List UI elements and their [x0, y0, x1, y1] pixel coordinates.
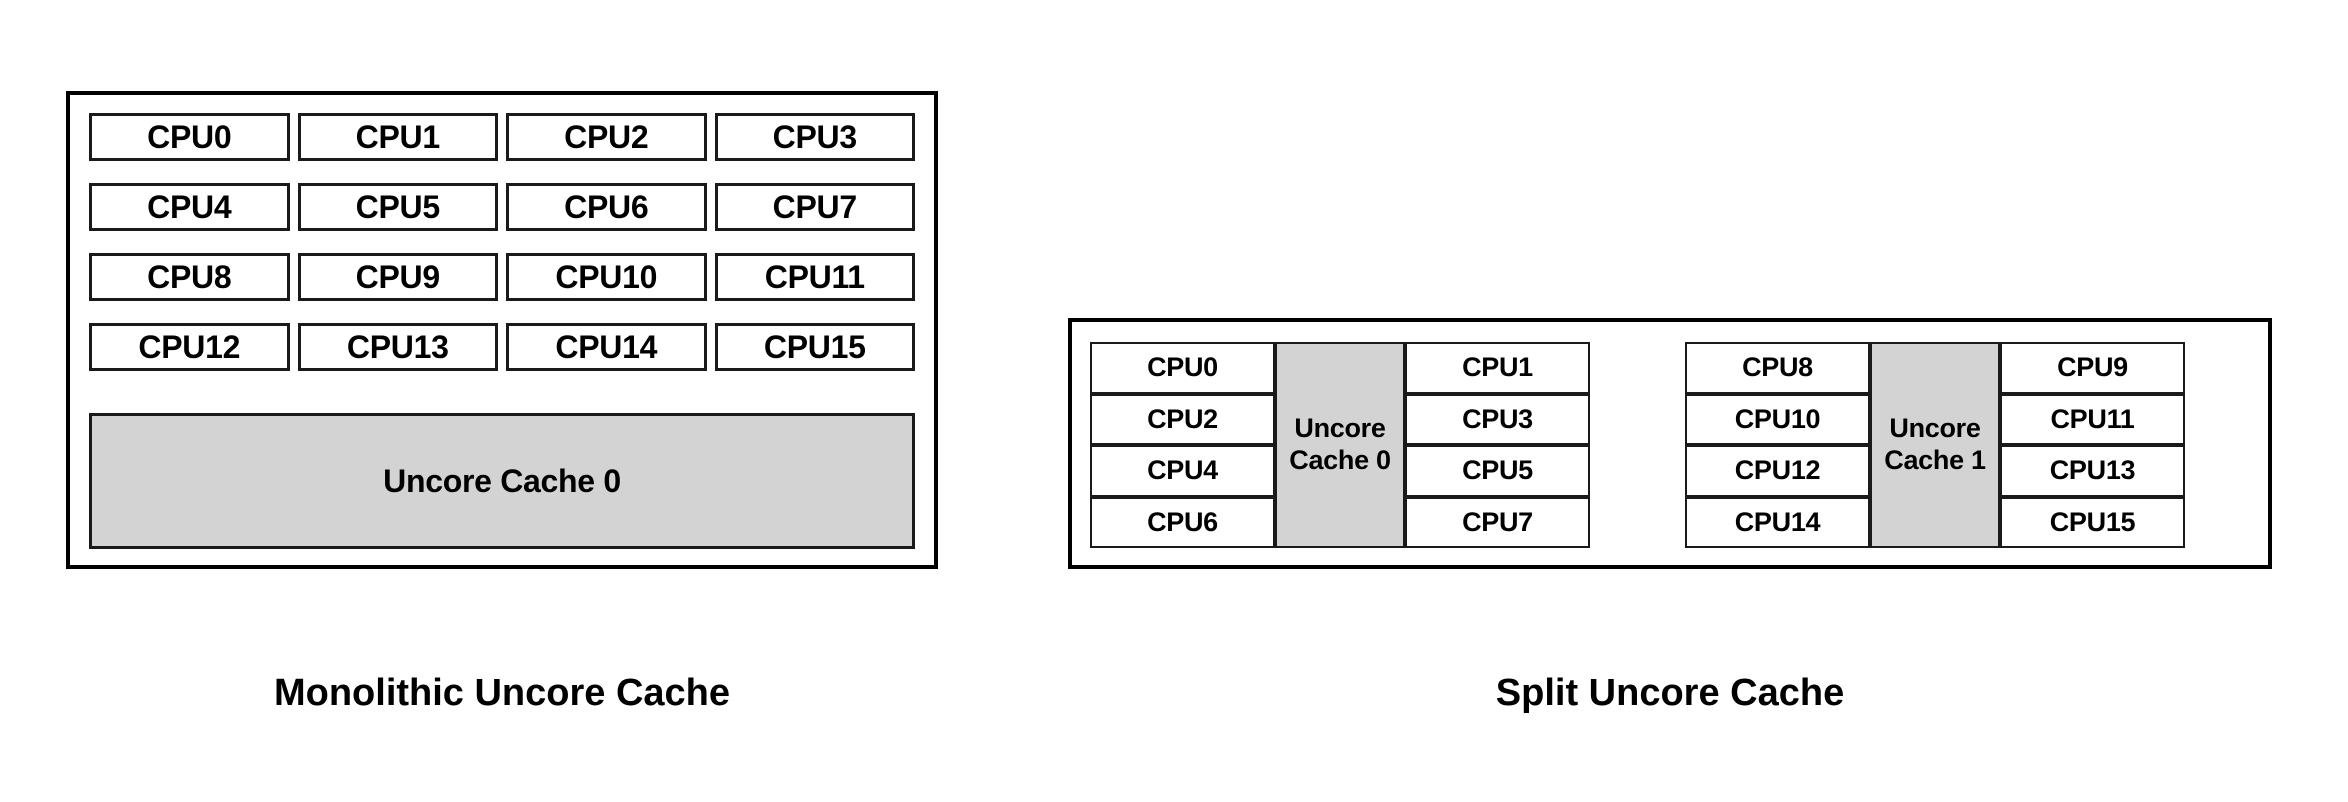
cpu-box: CPU6: [506, 183, 707, 231]
cpu-box: CPU7: [714, 183, 915, 231]
cpu-box: CPU1: [297, 113, 498, 161]
cpu-box: CPU2: [1090, 393, 1275, 445]
uncore-cache-box: Uncore Cache 1: [1870, 342, 2000, 548]
split-cpu-column-right: CPU1 CPU3 CPU5 CPU7: [1405, 342, 1590, 548]
cpu-box: CPU9: [297, 253, 498, 301]
split-chip-outline: CPU0 CPU2 CPU4 CPU6 Uncore Cache 0 CPU1 …: [1068, 318, 2272, 569]
cpu-box: CPU13: [297, 323, 498, 371]
split-caption: Split Uncore Cache: [1495, 672, 1845, 714]
cpu-box: CPU4: [89, 183, 290, 231]
monolithic-chip-outline: CPU0 CPU1 CPU2 CPU3 CPU4 CPU5 CPU6 CPU7 …: [66, 91, 938, 569]
cpu-box: CPU15: [2000, 496, 2185, 548]
cpu-box: CPU7: [1405, 496, 1590, 548]
split-cpu-column-right: CPU9 CPU11 CPU13 CPU15: [2000, 342, 2185, 548]
cpu-box: CPU14: [1685, 496, 1870, 548]
cpu-box: CPU3: [1405, 393, 1590, 445]
cpu-box: CPU0: [1090, 342, 1275, 394]
cpu-box: CPU12: [89, 323, 290, 371]
cpu-box: CPU9: [2000, 342, 2185, 394]
cpu-box: CPU8: [1685, 342, 1870, 394]
monolithic-cpu-grid: CPU0 CPU1 CPU2 CPU3 CPU4 CPU5 CPU6 CPU7 …: [89, 113, 915, 389]
cpu-box: CPU15: [714, 323, 915, 371]
split-cpu-column-left: CPU8 CPU10 CPU12 CPU14: [1685, 342, 1870, 548]
cpu-box: CPU3: [714, 113, 915, 161]
cpu-box: CPU5: [297, 183, 498, 231]
monolithic-caption: Monolithic Uncore Cache: [273, 672, 731, 714]
cpu-box: CPU0: [89, 113, 290, 161]
split-cpu-column-left: CPU0 CPU2 CPU4 CPU6: [1090, 342, 1275, 548]
split-cache-group: CPU8 CPU10 CPU12 CPU14 Uncore Cache 1 CP…: [1685, 342, 2260, 548]
cpu-box: CPU1: [1405, 342, 1590, 394]
cpu-box: CPU12: [1685, 445, 1870, 497]
cpu-box: CPU10: [506, 253, 707, 301]
cpu-box: CPU2: [506, 113, 707, 161]
cpu-box: CPU13: [2000, 445, 2185, 497]
cpu-box: CPU4: [1090, 445, 1275, 497]
cpu-box: CPU5: [1405, 445, 1590, 497]
cpu-box: CPU14: [506, 323, 707, 371]
uncore-cache-box: Uncore Cache 0: [89, 413, 915, 549]
split-cache-group: CPU0 CPU2 CPU4 CPU6 Uncore Cache 0 CPU1 …: [1090, 342, 1665, 548]
cpu-box: CPU11: [2000, 393, 2185, 445]
cpu-box: CPU6: [1090, 496, 1275, 548]
cpu-box: CPU10: [1685, 393, 1870, 445]
cpu-box: CPU8: [89, 253, 290, 301]
cpu-box: CPU11: [714, 253, 915, 301]
uncore-cache-box: Uncore Cache 0: [1275, 342, 1405, 548]
